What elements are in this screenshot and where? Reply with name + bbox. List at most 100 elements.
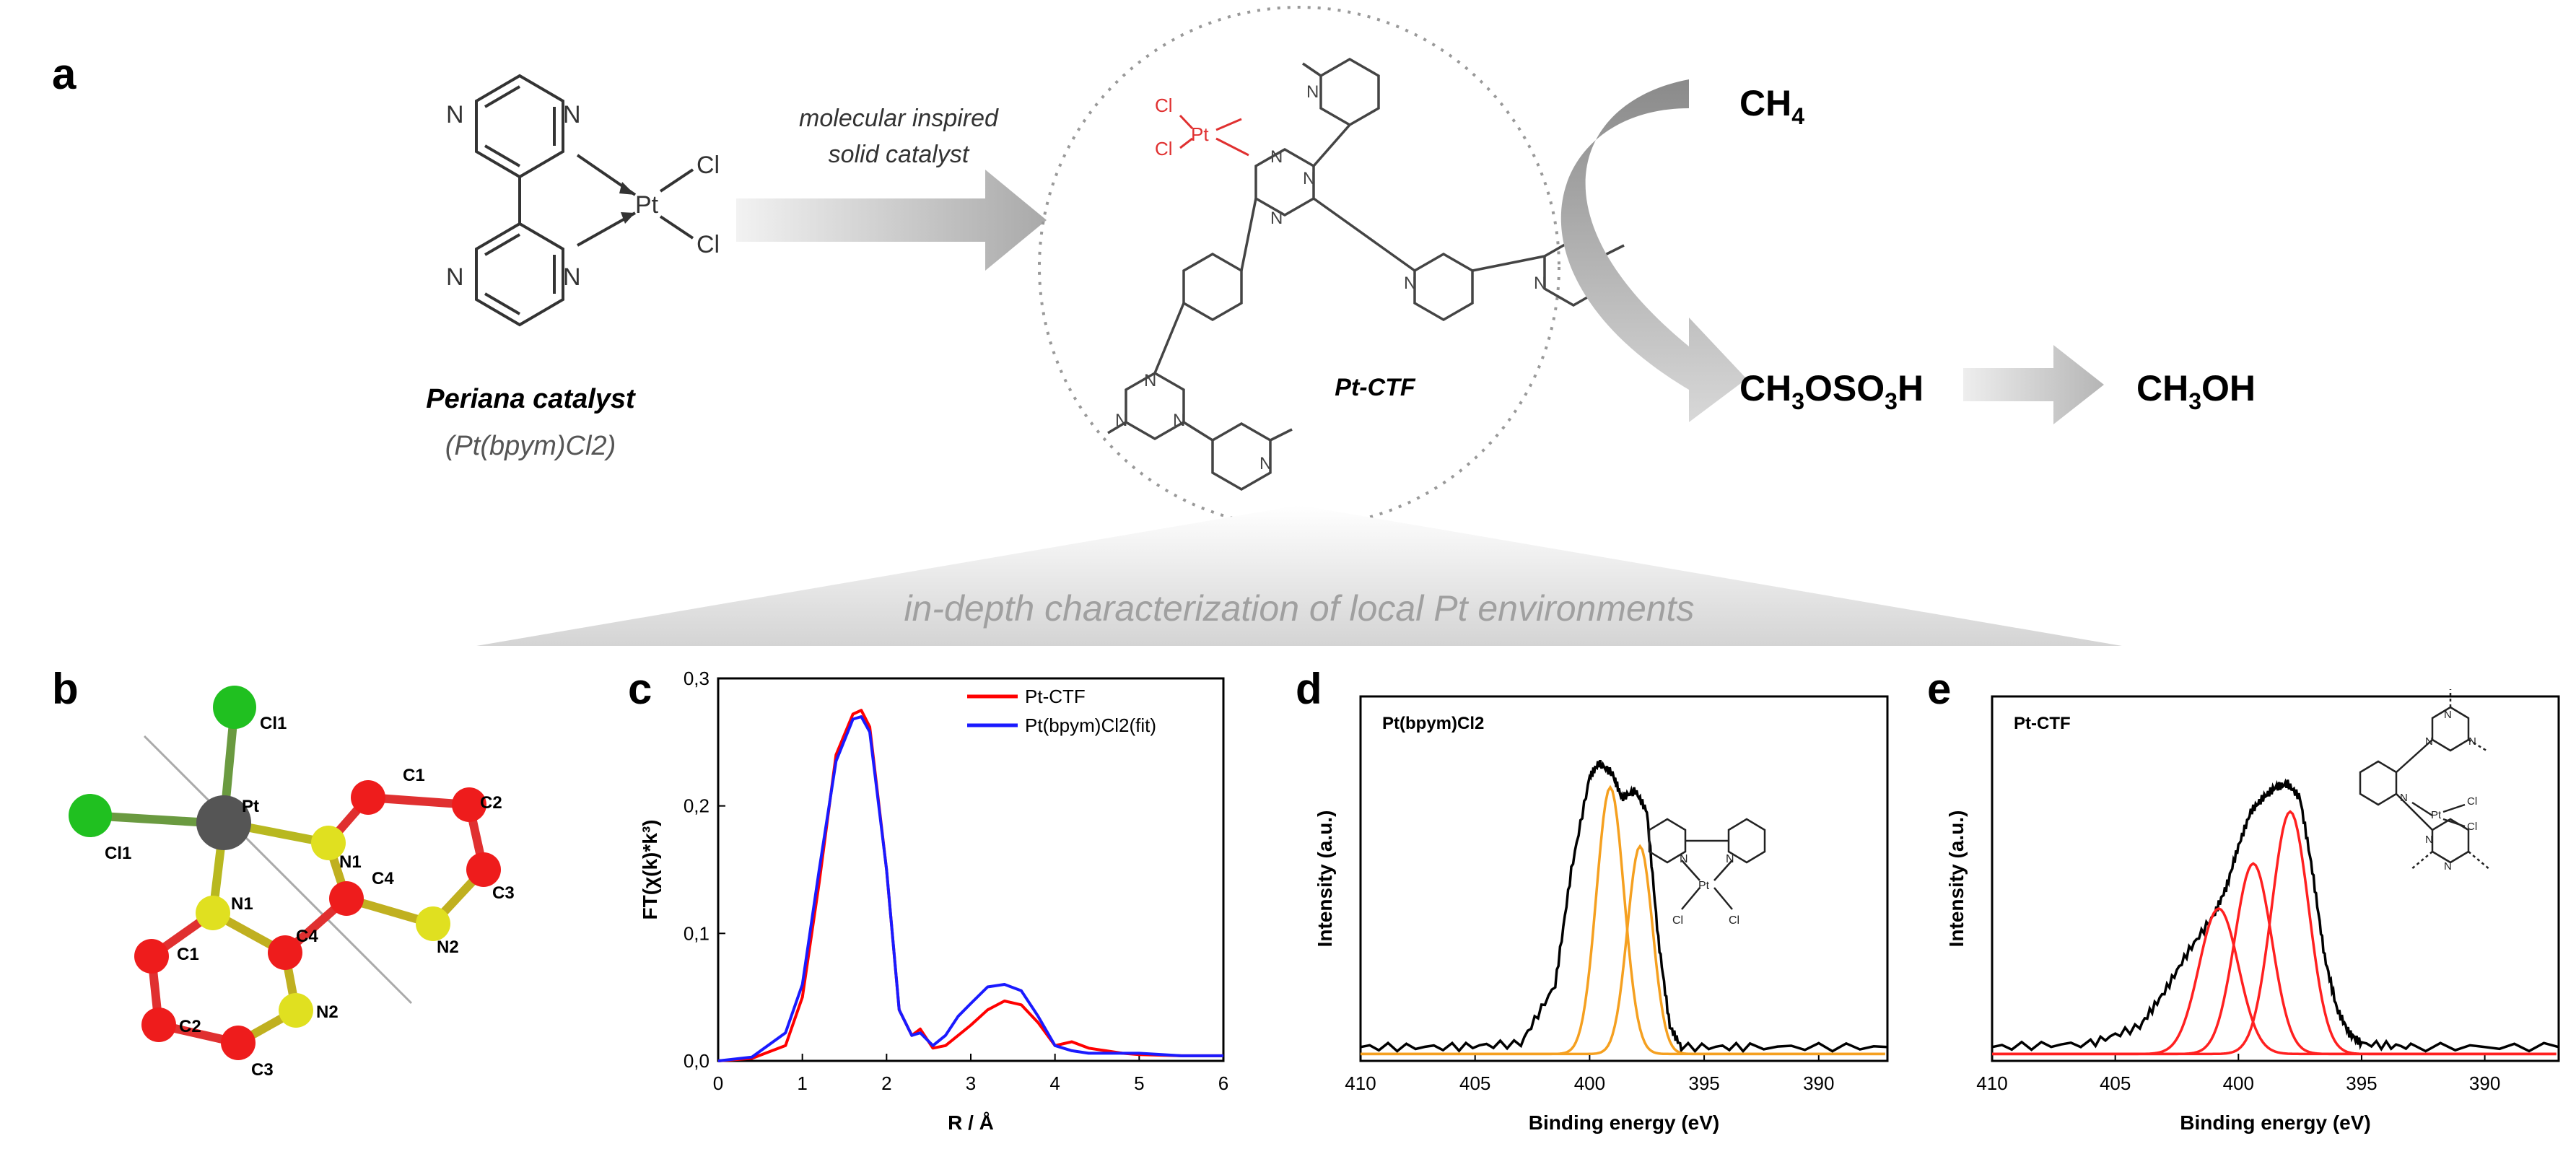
- spectrum-title: Pt(bpym)Cl2: [1382, 714, 1484, 733]
- svg-text:Pt: Pt: [242, 797, 259, 816]
- inset-atom-5: Cl: [2467, 795, 2477, 808]
- inset-atom-3: N: [2400, 792, 2408, 804]
- panel-label-d: d: [1296, 665, 1322, 713]
- x-axis-label: Binding energy (eV): [2180, 1111, 2370, 1134]
- ctf-pt-site: Cl Cl Pt: [1155, 95, 1209, 159]
- svg-text:Pt: Pt: [635, 191, 659, 219]
- svg-text:C2: C2: [179, 1017, 201, 1036]
- y-tick-label: 0,3: [684, 668, 710, 689]
- x-tick-label: 3: [966, 1072, 976, 1094]
- svg-text:C3: C3: [492, 883, 515, 903]
- svg-text:C1: C1: [403, 766, 425, 785]
- x-axis-label: Binding energy (eV): [1529, 1111, 1719, 1134]
- arrow-to-ctf: [736, 170, 1047, 271]
- banner-text: in-depth characterization of local Pt en…: [904, 588, 1694, 629]
- x-tick-label: 400: [1574, 1072, 1605, 1094]
- y-tick-label: 0,2: [684, 795, 710, 817]
- y-tick-label: 0,1: [684, 922, 710, 944]
- svg-text:N1: N1: [339, 852, 362, 872]
- x-tick-label: 410: [1345, 1072, 1376, 1094]
- svg-text:Cl: Cl: [1155, 138, 1173, 159]
- measured-spectrum: [1360, 759, 1888, 1054]
- svg-text:N: N: [1404, 274, 1416, 293]
- periana-formula: (Pt(bpym)Cl2): [445, 431, 616, 461]
- inset-atom-8: N: [2444, 860, 2452, 873]
- characterization-banner: [476, 505, 2122, 646]
- x-tick-label: 390: [1803, 1072, 1834, 1094]
- scheme-panel-a: N N N N Pt Cl Cl Periana catalyst (Pt(bp…: [426, 6, 2256, 646]
- periana-molecule: [475, 74, 694, 327]
- bpym-inset-structure: [1648, 818, 1766, 910]
- legend-label-1: Pt(bpym)Cl2(fit): [1025, 714, 1156, 736]
- svg-text:N: N: [1115, 411, 1127, 430]
- svg-text:N: N: [563, 263, 581, 291]
- panel-label-c: c: [628, 665, 652, 713]
- panel-label-a: a: [52, 50, 77, 98]
- x-tick-label: 405: [1459, 1072, 1490, 1094]
- measured-spectrum: [1991, 778, 2559, 1053]
- fit-component-2: [1361, 844, 1885, 1056]
- panel-label-e: e: [1927, 665, 1952, 713]
- x-tick-label: 395: [2346, 1072, 2377, 1094]
- legend-label-0: Pt-CTF: [1025, 686, 1086, 707]
- svg-text:C4: C4: [372, 869, 394, 888]
- x-tick-label: 410: [1976, 1072, 2007, 1094]
- series-line-1: [717, 715, 1223, 1062]
- svg-text:Cl1: Cl1: [105, 844, 131, 863]
- svg-text:Pt: Pt: [1191, 123, 1209, 145]
- inset-atom-4: Cl: [1729, 914, 1739, 927]
- x-tick-label: 400: [2223, 1072, 2254, 1094]
- periana-atoms: N N N N Pt Cl Cl: [446, 101, 720, 291]
- ctf-inset-structure: [2359, 689, 2491, 870]
- fit-component-1: [1361, 784, 1885, 1056]
- svg-text:N: N: [1259, 454, 1272, 473]
- spectrum-title: Pt-CTF: [2014, 714, 2071, 733]
- inset-atom-4: Pt: [2431, 809, 2442, 821]
- svg-text:C3: C3: [251, 1060, 274, 1080]
- inset-atom-6: Cl: [2467, 821, 2477, 833]
- crystal-structure-panel-b: Cl1 Cl1 Pt N1 N1 C1 C2 C3 C4 N2 C1 C2 C3…: [69, 686, 515, 1080]
- fit-component-3: [1992, 810, 2557, 1056]
- x-tick-label: 395: [1688, 1072, 1719, 1094]
- inset-atom-0: N: [1680, 853, 1688, 865]
- y-axis-label: Intensity (a.u.): [1945, 810, 1968, 948]
- atom-labels: Cl1 Cl1 Pt N1 N1 C1 C2 C3 C4 N2 C1 C2 C3…: [105, 714, 515, 1080]
- svg-text:N: N: [563, 101, 581, 128]
- fit-component-1: [1992, 906, 2557, 1056]
- x-tick-label: 1: [797, 1072, 807, 1094]
- svg-text:N2: N2: [316, 1002, 339, 1022]
- product-ch3oh: CH3OH: [2136, 368, 2256, 414]
- svg-text:Cl: Cl: [1155, 95, 1173, 116]
- svg-text:N: N: [1534, 274, 1546, 293]
- inset-atom-7: N: [2425, 834, 2433, 846]
- svg-text:N: N: [1270, 147, 1283, 167]
- svg-text:C2: C2: [480, 793, 502, 813]
- svg-text:N: N: [1303, 169, 1315, 188]
- inset-atom-2: Pt: [1698, 880, 1710, 892]
- svg-text:N2: N2: [437, 937, 459, 957]
- plot-frame: [1359, 695, 1889, 1062]
- svg-text:N: N: [446, 263, 464, 291]
- svg-text:C4: C4: [296, 927, 318, 946]
- arrow-to-methanol: [1963, 345, 2104, 424]
- x-tick-label: 4: [1049, 1072, 1060, 1094]
- svg-text:N1: N1: [231, 894, 253, 914]
- arrow-caption-line-1: molecular inspired: [799, 105, 999, 132]
- product-ch3oso3h: CH3OSO3H: [1739, 368, 1924, 414]
- svg-text:N: N: [1173, 411, 1185, 430]
- x-tick-label: 405: [2100, 1072, 2131, 1094]
- svg-text:N: N: [1306, 82, 1319, 102]
- panel-label-b: b: [52, 665, 79, 713]
- curved-arrow: [1560, 79, 1747, 422]
- inset-atom-1: N: [1726, 853, 1734, 865]
- svg-text:Cl: Cl: [697, 152, 720, 179]
- x-tick-label: 2: [881, 1072, 891, 1094]
- svg-text:N: N: [446, 101, 464, 128]
- ctf-label: Pt-CTF: [1335, 374, 1416, 401]
- inset-atom-2: N: [2468, 735, 2476, 748]
- svg-text:N: N: [1144, 371, 1156, 390]
- y-axis-label: Intensity (a.u.): [1314, 810, 1336, 948]
- inset-atom-3: Cl: [1672, 914, 1683, 927]
